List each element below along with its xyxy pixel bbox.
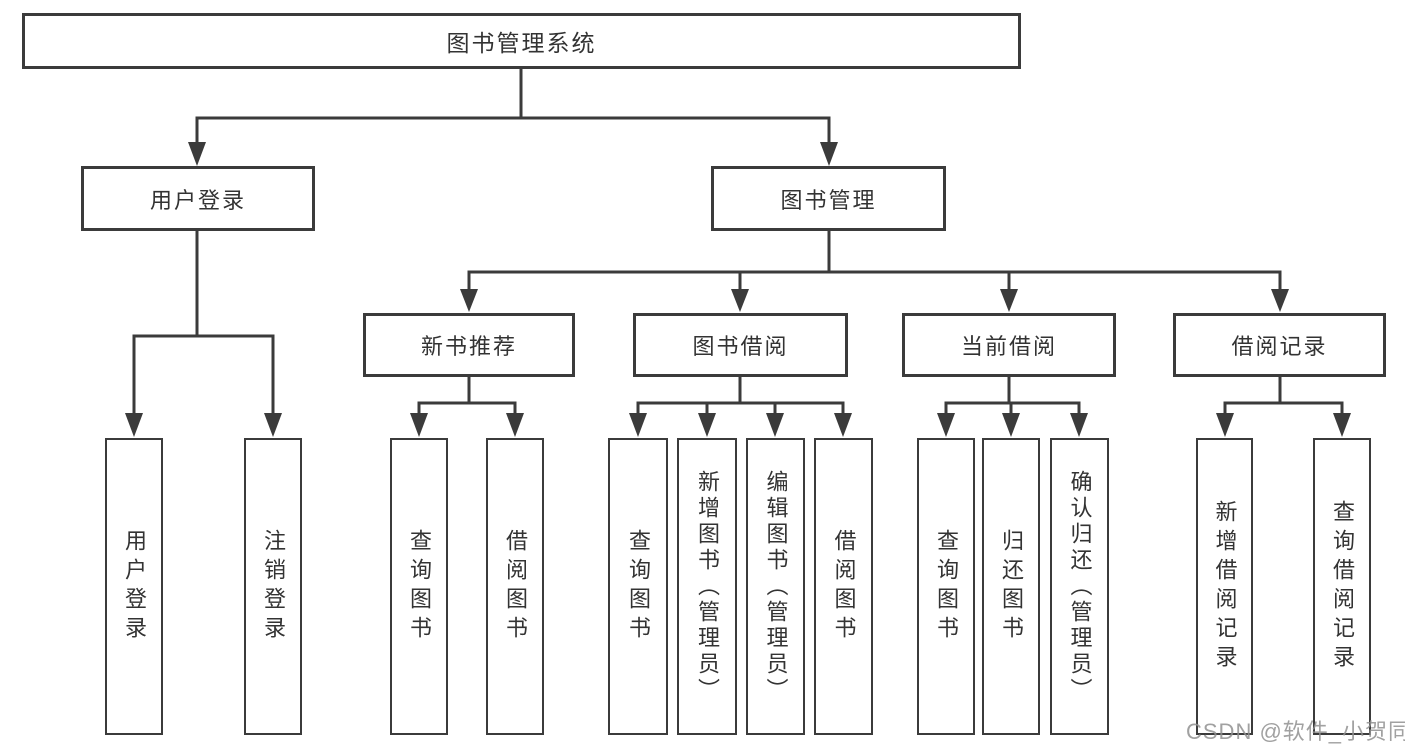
arrowhead [264,413,282,437]
node-book-management-label: 图书管理 [780,187,877,213]
connector-borrow-records-children [1216,375,1351,437]
leaf-borrow-books-newbook-label: 借阅图书 [503,528,528,645]
arrowhead [1070,413,1088,437]
leaf-query-borrow-record-label: 查询借阅记录 [1330,499,1355,674]
leaf-user-login: 用户登录 [105,438,163,735]
node-user-login-label: 用户登录 [149,187,246,213]
arrowhead [766,413,784,437]
leaf-confirm-return-admin-label: 确认归还（管理员） [1067,469,1093,704]
leaf-query-books-borrow: 查询图书 [608,438,668,735]
watermark: CSDN @软件_小贺同学 [1186,719,1405,744]
connector-book-borrow-children [629,375,852,437]
connector-book-management-children [460,229,1289,312]
leaf-query-books-current: 查询图书 [917,438,975,735]
node-new-book-recommend-label: 新书推荐 [420,334,517,359]
leaf-query-books-newbook-label: 查询图书 [407,528,432,645]
node-current-borrow: 当前借阅 [902,313,1116,377]
node-current-borrow-label: 当前借阅 [960,334,1057,359]
leaf-logout: 注销登录 [244,438,302,735]
arrowhead [1000,289,1018,312]
leaf-logout-label: 注销登录 [261,528,286,645]
arrowhead [731,289,749,312]
leaf-add-borrow-record-label: 新增借阅记录 [1212,499,1238,674]
arrowhead [820,142,838,166]
node-user-login: 用户登录 [81,166,315,231]
leaf-add-borrow-record: 新增借阅记录 [1196,438,1253,735]
leaf-confirm-return-admin: 确认归还（管理员） [1050,438,1109,735]
arrowhead [1271,289,1289,312]
leaf-return-books-label: 归还图书 [999,528,1024,645]
leaf-query-books-newbook: 查询图书 [390,438,448,735]
leaf-query-books-current-label: 查询图书 [934,528,959,645]
leaf-query-borrow-record: 查询借阅记录 [1313,438,1371,735]
leaf-borrow-books-borrow-label: 借阅图书 [831,528,857,645]
leaf-return-books: 归还图书 [982,438,1040,735]
arrowhead [188,142,206,166]
leaf-query-books-borrow-label: 查询图书 [626,528,651,645]
arrowhead [125,413,143,437]
arrowhead [834,413,852,437]
arrowhead [1002,413,1020,437]
connector-current-borrow-children [937,375,1088,437]
leaf-borrow-books-newbook: 借阅图书 [486,438,544,735]
node-root: 图书管理系统 [22,13,1021,69]
node-book-management: 图书管理 [711,166,946,231]
arrowhead [937,413,955,437]
node-borrow-records-label: 借阅记录 [1231,334,1328,359]
leaf-add-books-admin: 新增图书（管理员） [677,438,737,735]
node-borrow-records: 借阅记录 [1173,313,1386,377]
node-book-borrow-label: 图书借阅 [692,334,789,359]
node-new-book-recommend: 新书推荐 [363,313,575,377]
node-root-label: 图书管理系统 [446,30,597,56]
connector-user-login-children [125,229,282,437]
leaf-add-books-admin-label: 新增图书（管理员） [695,469,720,704]
leaf-edit-books-admin-label: 编辑图书（管理员） [763,469,789,704]
arrowhead [1216,413,1234,437]
arrowhead [506,413,524,437]
leaf-borrow-books-borrow: 借阅图书 [814,438,873,735]
arrowhead [460,289,478,312]
leaf-user-login-label: 用户登录 [122,528,147,645]
leaf-edit-books-admin: 编辑图书（管理员） [746,438,805,735]
arrowhead [1333,413,1351,437]
connector-new-book-children [410,375,524,437]
node-book-borrow: 图书借阅 [633,313,848,377]
connector-root-to-level2 [188,67,838,166]
arrowhead [698,413,716,437]
arrowhead [410,413,428,437]
arrowhead [629,413,647,437]
